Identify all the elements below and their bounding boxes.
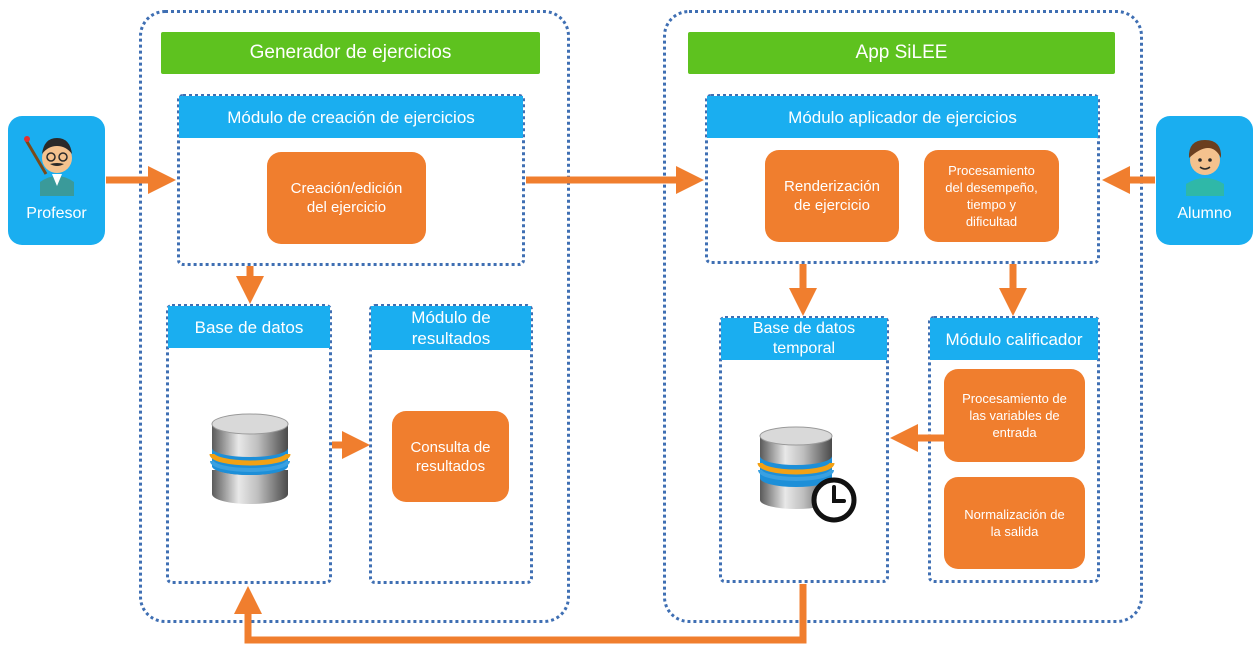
generator-title: Generador de ejercicios — [161, 32, 540, 74]
creation-module-title: Módulo de creación de ejercicios — [179, 96, 523, 138]
teacher-label: Profesor — [26, 205, 87, 222]
student-actor: Alumno — [1156, 116, 1253, 245]
database-icon — [208, 410, 292, 506]
app-title: App SiLEE — [688, 32, 1115, 74]
student-label: Alumno — [1177, 205, 1232, 222]
performance-processing-box: Procesamiento del desempeño, tiempo y di… — [924, 150, 1059, 242]
temp-database-title: Base de datos temporal — [721, 318, 887, 360]
results-module-title: Módulo de resultados — [371, 306, 531, 350]
arrow-tempdb-to-database — [234, 584, 807, 644]
teacher-icon — [22, 126, 92, 196]
temporal-database-icon — [756, 424, 860, 524]
clock-icon — [811, 477, 857, 523]
grader-module — [928, 316, 1100, 583]
input-variables-box: Procesamiento de las variables de entrad… — [944, 369, 1085, 462]
app-group — [663, 10, 1143, 623]
results-module — [369, 304, 533, 584]
generator-group — [139, 10, 570, 623]
applicator-module — [705, 94, 1100, 264]
render-box: Renderización de ejercicio — [765, 150, 899, 242]
student-icon — [1170, 126, 1240, 196]
temp-database-module — [719, 316, 889, 583]
database-title: Base de datos — [168, 306, 330, 348]
results-query-box: Consulta de resultados — [392, 411, 509, 502]
creation-module — [177, 94, 525, 266]
creation-edit-box: Creación/edición del ejercicio — [267, 152, 426, 244]
output-normalization-box: Normalización de la salida — [944, 477, 1085, 569]
database-module — [166, 304, 332, 584]
teacher-actor: Profesor — [8, 116, 105, 245]
applicator-module-title: Módulo aplicador de ejercicios — [707, 96, 1098, 138]
grader-module-title: Módulo calificador — [930, 318, 1098, 360]
